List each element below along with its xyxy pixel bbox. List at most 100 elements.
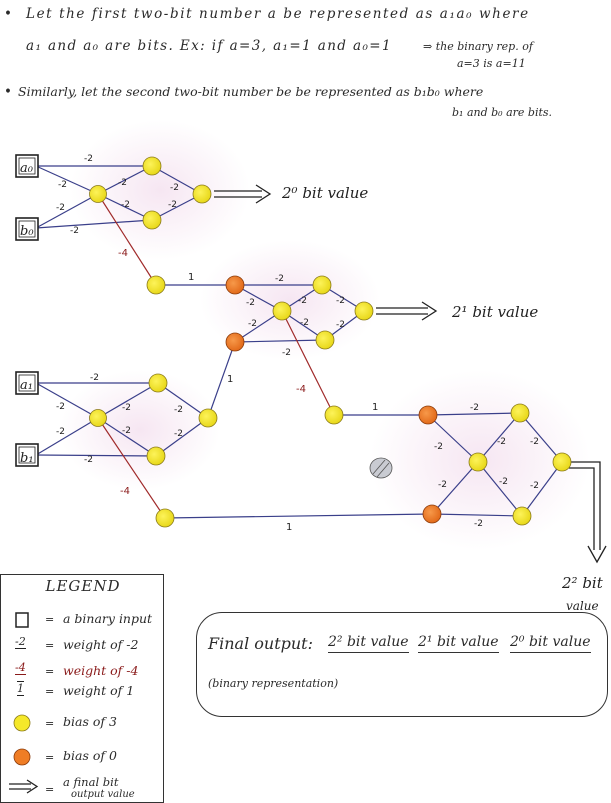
weight-label: -2: [90, 373, 99, 383]
legend-text: weight of -4: [63, 663, 139, 678]
legend-text: bias of 0: [63, 748, 117, 763]
legend-eq: =: [45, 613, 55, 626]
edge-weight-neg4: [97, 417, 166, 519]
edge-weight-neg4: [281, 310, 335, 416]
legend-eq: =: [45, 639, 55, 652]
output-label-bit1: 2¹ bit value: [451, 303, 538, 321]
output-label-bit2: 2² bit: [561, 574, 604, 592]
weight-label: -2: [70, 226, 79, 236]
weight-label: -2: [530, 437, 539, 447]
legend-eq: =: [45, 717, 55, 730]
svg-text:a₁: a₁: [20, 378, 33, 393]
edge-weight-1: [164, 513, 433, 519]
edge: [151, 165, 203, 195]
weight-label: -2: [56, 402, 65, 412]
weight-label-one: 1: [227, 374, 233, 385]
weight-label: -2: [118, 178, 127, 188]
weight-label: -2: [275, 274, 284, 284]
neuron-bias3: [315, 330, 335, 350]
weight-label: -2: [298, 296, 307, 306]
neuron-bias0: [225, 332, 245, 352]
weight-label: -2: [84, 455, 93, 465]
legend-text: a final bit: [63, 775, 119, 789]
neuron-bias3: [146, 275, 166, 295]
neuron-bias3: [272, 301, 292, 321]
intro-note-2: a=3 is a=11: [457, 57, 526, 70]
background-smudge: [70, 120, 250, 260]
weight-label-red: -4: [296, 384, 306, 395]
edge: [97, 382, 159, 419]
output-arrow-bit1: [376, 301, 438, 321]
final-output-item: 2⁰ bit value: [510, 634, 591, 653]
input-b1: b₁: [15, 443, 39, 467]
background-smudge: [60, 370, 220, 490]
neuron-bias3: [146, 446, 166, 466]
weight-label: -2: [122, 426, 131, 436]
weight-label: -2: [84, 154, 93, 164]
final-arrow-icon: [9, 779, 39, 794]
intro-note-1: ⇒ the binary rep. of: [423, 40, 533, 53]
neuron-bias3: [142, 156, 162, 176]
intro-line-4: Similarly, let the second two-bit number…: [18, 84, 484, 99]
weight-one-symbol: 1: [17, 681, 24, 696]
output-label-bit2-line2: value: [566, 599, 599, 613]
input-a0: a₀: [15, 154, 39, 178]
legend-text: output value: [71, 789, 135, 800]
edge: [157, 382, 209, 419]
legend-text: bias of 3: [63, 714, 117, 729]
legend-row-weight-neg2: -2 = weight of -2: [1, 635, 165, 659]
binary-input-icon: [15, 612, 29, 628]
svg-text:b₁: b₁: [20, 451, 34, 466]
weight-label: -2: [474, 519, 483, 529]
neuron-bias3: [324, 405, 344, 425]
legend-eq: =: [45, 751, 55, 764]
legend-text: weight of 1: [63, 683, 135, 698]
input-a1: a₁: [15, 371, 39, 395]
edge: [35, 454, 157, 457]
final-output-subtitle: (binary representation): [208, 677, 339, 690]
edge: [97, 165, 153, 195]
edge: [155, 417, 209, 457]
weight-label: -2: [246, 298, 255, 308]
weight-label: -2: [499, 477, 508, 487]
intro-bullet-2: •: [4, 84, 12, 100]
weight-label: -2: [174, 429, 183, 439]
neuron-bias3: [155, 508, 175, 528]
yellow-neuron-icon: [13, 714, 31, 732]
edge: [427, 412, 521, 416]
input-b0: b₀: [15, 217, 39, 241]
weight-neg2-symbol: -2: [15, 635, 26, 649]
edge: [35, 219, 153, 229]
intro-line-5: b₁ and b₀ are bits.: [452, 106, 553, 119]
legend-text: a binary input: [63, 611, 153, 626]
weight-label: -2: [336, 320, 345, 330]
final-output-label: Final output:: [208, 634, 313, 653]
neuron-bias3: [142, 210, 162, 230]
weight-label: -2: [497, 437, 506, 447]
svg-text:a₀: a₀: [20, 161, 34, 176]
weight-label: -2: [470, 403, 479, 413]
weight-label: -2: [336, 296, 345, 306]
intro-line-2: a₁ and a₀ are bits. Ex: if a=3, a₁=1 and…: [26, 38, 392, 54]
weight-label: -2: [58, 180, 67, 190]
edge: [431, 513, 523, 517]
background-smudge: [200, 240, 380, 360]
edge: [234, 339, 326, 343]
weight-label: -2: [56, 427, 65, 437]
orange-neuron-icon: [13, 748, 31, 766]
final-output-item: 2² bit value: [328, 634, 409, 653]
edge: [427, 414, 479, 463]
edge-weight-neg4: [97, 193, 157, 286]
legend-row-binary-input: = a binary input: [1, 609, 165, 633]
legend-row-weight-one: 1 = weight of 1: [1, 681, 165, 705]
neuron-bias3: [198, 408, 218, 428]
weight-label: -2: [168, 200, 177, 210]
neuron-bias3: [192, 184, 212, 204]
neuron-bias3: [148, 373, 168, 393]
neuron-bias3: [468, 452, 488, 472]
legend-eq: =: [45, 783, 55, 796]
legend-row-bias0: = bias of 0: [1, 745, 165, 769]
svg-text:b₀: b₀: [20, 224, 34, 239]
legend-eq: =: [45, 665, 55, 678]
legend-row-weight-neg4: -4 = weight of -4: [1, 661, 165, 685]
